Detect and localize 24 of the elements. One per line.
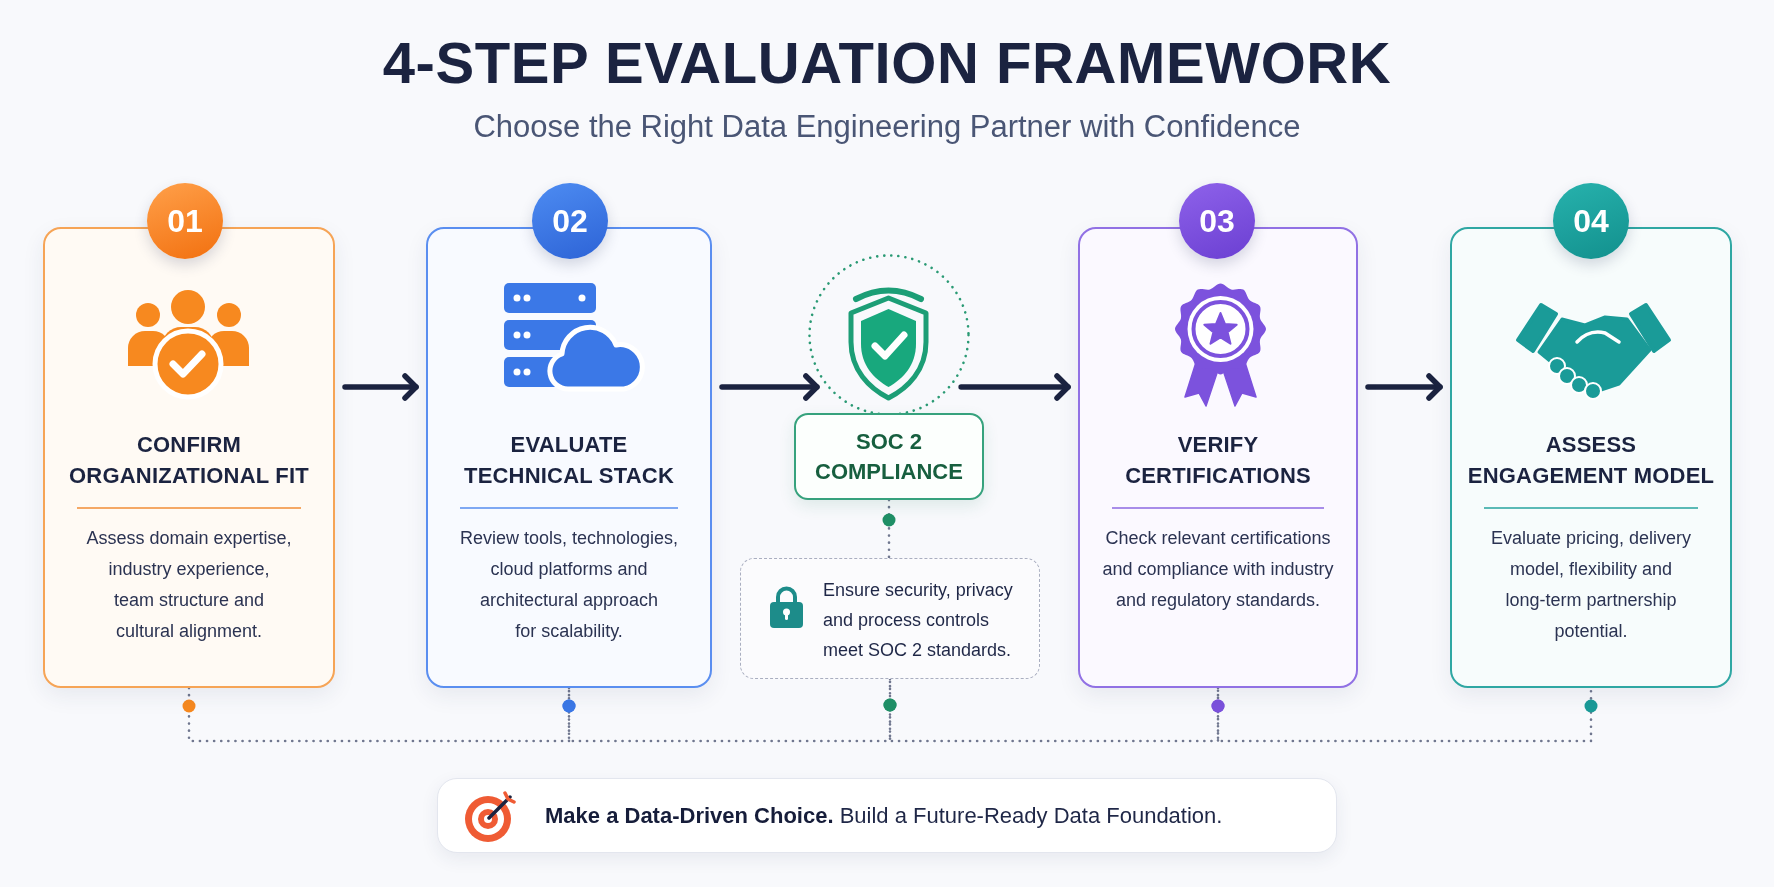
step-title: VERIFY CERTIFICATIONS — [1125, 431, 1311, 490]
dotted-connector — [1211, 686, 1598, 743]
step-title: CONFIRM ORGANIZATIONAL FIT — [69, 431, 309, 490]
note-card — [740, 558, 1040, 679]
step-number-badge: 02 — [532, 183, 608, 259]
note-text: Ensure security, privacy and process controls meet SOC 2 standards. — [823, 579, 1013, 662]
step-description: Evaluate pricing, delivery model, flexibility and long-term partnership potential. — [1490, 527, 1692, 643]
arrow — [342, 373, 419, 401]
dotted-connector — [882, 498, 896, 560]
summary-banner — [437, 778, 1337, 853]
step-title: EVALUATE TECHNICAL STACK — [464, 431, 674, 490]
step-description: Review tools, technologies, cloud platforms and architectural approach for scalability. — [459, 527, 679, 643]
step-number-badge: 01 — [147, 183, 223, 259]
step-description: Assess domain expertise, industry experience, team structure and cultural alignment. — [86, 527, 292, 643]
compliance-tag: SOC 2 COMPLIANCE — [794, 413, 984, 500]
step-title: ASSESS ENGAGEMENT MODEL — [1467, 431, 1715, 490]
step-number-badge: 04 — [1553, 183, 1629, 259]
summary-text: Make a Data-Driven Choice. Build a Future-Ready Data Foundation. — [545, 802, 1223, 830]
title: 4-STEP EVALUATION FRAMEWORK — [382, 34, 1392, 92]
subtitle: Choose the Right Data Engineering Partner with Confidence — [473, 109, 1301, 145]
arrow — [1365, 373, 1443, 401]
arrow — [719, 373, 820, 401]
step-number-badge: 03 — [1179, 183, 1255, 259]
step-description: Check relevant certifications and compliance with industry and regulatory standards. — [1102, 527, 1334, 612]
